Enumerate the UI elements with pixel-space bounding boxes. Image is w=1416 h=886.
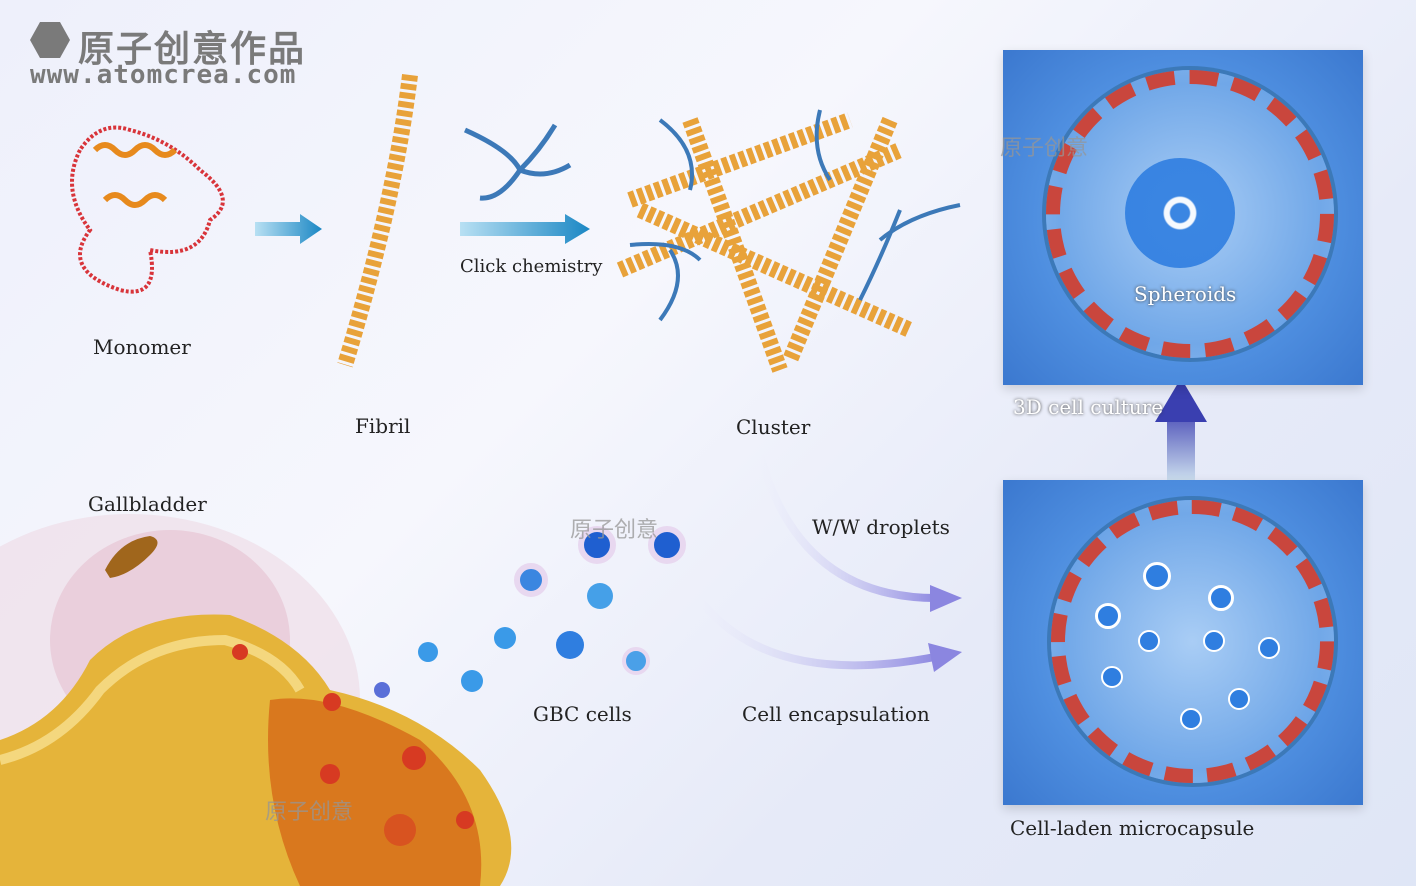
ww-droplets-label: W/W droplets <box>812 515 950 539</box>
cell-encapsulation-label: Cell encapsulation <box>742 702 930 726</box>
encapsulated-cell <box>1228 688 1250 710</box>
cluster-network <box>616 112 914 373</box>
gallbladder-label: Gallbladder <box>88 492 207 516</box>
cluster-linkers <box>629 109 961 322</box>
spheroid-culture-panel: Spheroids <box>1003 50 1363 385</box>
fibril <box>337 74 418 368</box>
gallstones <box>232 644 474 846</box>
gbc-cells <box>418 526 686 692</box>
microcapsule-shell <box>1051 500 1334 783</box>
spheroids-label: Spheroids <box>1134 282 1237 306</box>
bile-duct <box>0 634 305 765</box>
monomer-helix <box>92 142 178 158</box>
gbc-cells-label: GBC cells <box>533 702 632 726</box>
watermark-url: www.atomcrea.com <box>30 60 297 90</box>
encapsulated-cell <box>1203 630 1225 652</box>
watermark-small: 原子创意 <box>1000 136 1089 161</box>
encapsulated-cell <box>1258 637 1280 659</box>
watermark-small: 原子创意 <box>265 800 354 825</box>
watermark-logo-icon <box>30 22 70 58</box>
cluster-label: Cluster <box>736 415 811 439</box>
monomer-chain <box>70 125 225 294</box>
encapsulated-cell <box>1208 585 1234 611</box>
arrow-curve <box>696 597 941 670</box>
arrow-right-icon <box>460 214 590 244</box>
arrow-right-icon <box>255 214 322 244</box>
click-chemistry-label: Click chemistry <box>460 256 603 277</box>
encapsulated-cell <box>1095 603 1121 629</box>
encapsulated-cell <box>1101 666 1123 688</box>
click-linker <box>463 123 572 201</box>
arrow-head-icon <box>928 643 962 672</box>
3d-cell-culture-label: 3D cell culture <box>1013 395 1164 419</box>
monomer-helix <box>102 192 168 208</box>
fibril-label: Fibril <box>355 414 411 438</box>
microcapsule-label: Cell-laden microcapsule <box>1010 816 1255 840</box>
gallbladder-small-icon <box>105 536 158 578</box>
encapsulated-cell <box>1138 630 1160 652</box>
encapsulated-cell <box>1143 562 1171 590</box>
arrow-up-icon <box>1155 378 1207 485</box>
gallbladder-lumen <box>268 698 482 886</box>
monomer-label: Monomer <box>93 335 191 359</box>
arrow-curve <box>756 453 941 603</box>
watermark-title: 原子创意作品 <box>78 29 307 70</box>
microcapsule-panel <box>1003 480 1363 805</box>
spheroid-icon <box>1125 158 1235 268</box>
encapsulated-cell <box>1180 708 1202 730</box>
cell-in-gallbladder <box>374 682 390 698</box>
arrow-head-icon <box>930 585 962 612</box>
watermark-small: 原子创意 <box>570 518 659 543</box>
